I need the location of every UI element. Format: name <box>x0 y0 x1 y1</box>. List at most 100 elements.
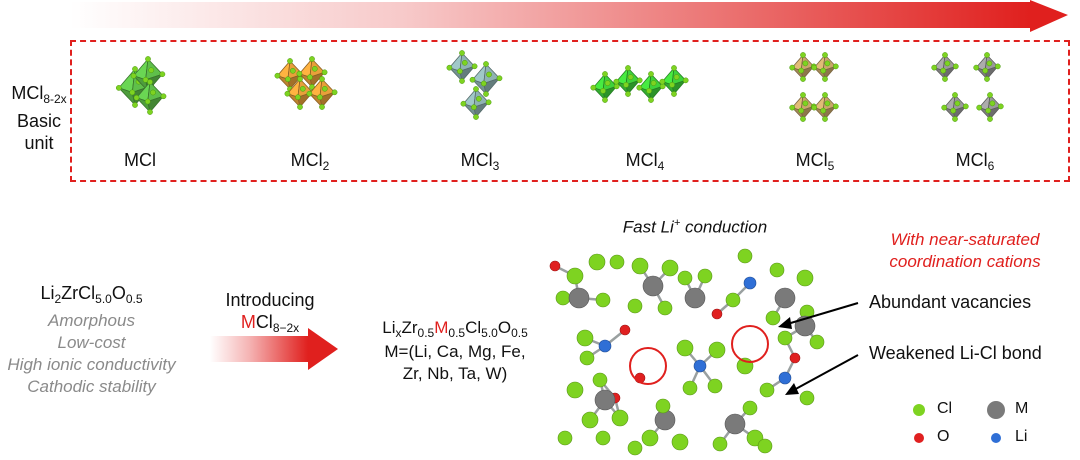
atom-cl <box>796 269 814 287</box>
basic-unit-frame <box>70 40 1070 182</box>
atom-m <box>568 287 590 309</box>
legend-m-icon <box>987 401 1005 419</box>
atom-cl <box>765 310 781 326</box>
polyhedron-3-2 <box>469 61 503 97</box>
polyhedron-6-1 <box>931 52 959 82</box>
parent-properties: Amorphous Low-cost High ionic conductivi… <box>0 310 183 398</box>
atom-cl <box>576 329 594 347</box>
atom-cl <box>595 292 611 308</box>
property-stability: Cathodic stability <box>27 377 156 396</box>
annotation-arrows <box>778 302 859 395</box>
legend-cl-icon <box>913 404 925 416</box>
polyhedron-4-1 <box>590 71 620 103</box>
legend-li-icon <box>991 433 1001 443</box>
atom-o <box>789 352 801 364</box>
atom-cl <box>737 248 753 264</box>
atom-cl <box>809 334 825 350</box>
basic-unit-line2: unit <box>24 133 54 153</box>
atom-cl <box>707 378 723 394</box>
structure-title: Fast Li+ conduction <box>622 217 768 237</box>
legend-li-label: Li <box>1015 428 1028 445</box>
atom-cl <box>579 350 595 366</box>
bond-label: Weakened Li-Cl bond <box>869 343 1042 363</box>
atom-cl <box>641 429 659 447</box>
atom-o <box>549 260 561 272</box>
atom-m <box>724 413 746 435</box>
arrow-bond-icon <box>785 383 799 395</box>
atom-li <box>778 371 792 385</box>
polyhedron-5-2 <box>811 52 839 82</box>
atom-cl <box>712 436 728 452</box>
atom-cl <box>759 382 775 398</box>
arrow-head-icon <box>1030 0 1068 32</box>
polyhedron-6-4 <box>976 92 1004 122</box>
atom-o <box>619 324 631 336</box>
property-amorphous: Amorphous <box>48 311 135 330</box>
basic-unit-formula: MCl8-2x <box>11 83 67 106</box>
legend-o-icon <box>914 433 924 443</box>
arrow-vacancy-icon <box>778 317 792 329</box>
unit-label-mcl3: MCl3 <box>460 150 500 173</box>
vacancies-label: Abundant vacancies <box>869 292 1032 312</box>
atom-cl <box>657 300 673 316</box>
atom-cl <box>609 254 625 270</box>
polyhedron-6-2 <box>973 52 1001 82</box>
atom-cl <box>557 430 573 446</box>
saturated-note: With near-saturated coordination cations <box>889 230 1041 271</box>
atom-m <box>774 287 796 309</box>
unit-label-mcl2: MCl2 <box>290 150 330 173</box>
unit-label-mcl4: MCl4 <box>625 150 665 173</box>
atom-cl <box>595 430 611 446</box>
atom-o <box>711 308 723 320</box>
polyhedron-2-4 <box>306 76 338 110</box>
arrow-label-introducing: Introducing <box>225 290 315 310</box>
basic-unit-line1: Basic <box>16 111 61 131</box>
arrow-label-formula: MCl8−2x <box>240 312 300 335</box>
atom-li <box>598 339 612 353</box>
atom-li <box>693 359 707 373</box>
crystal-structure <box>549 248 825 456</box>
atom-cl <box>555 290 571 306</box>
polyhedron-2-2 <box>296 56 328 90</box>
polyhedron-4-2 <box>613 65 643 97</box>
atom-cl <box>611 409 629 427</box>
atom-cl <box>777 330 793 346</box>
arrow-right-icon <box>308 328 338 370</box>
vacancy-circle <box>629 347 667 385</box>
product-dopants-line1: M=(Li, Ca, Mg, Fe, <box>384 342 526 361</box>
atom-cl <box>757 438 773 454</box>
polyhedron-5-4 <box>811 92 839 122</box>
polyhedron-6-3 <box>941 92 969 122</box>
atom-cl <box>697 268 713 284</box>
atom-cl <box>655 398 671 414</box>
atom-cl <box>742 400 758 416</box>
atom-m <box>684 287 706 309</box>
unit-label-mcl: MCl <box>124 150 156 170</box>
atom-cl <box>677 270 693 286</box>
atom-cl <box>627 298 643 314</box>
atom-li <box>743 276 757 290</box>
parent-formula: Li2ZrCl5.0O0.5 <box>40 283 143 306</box>
unit-label-mcl5: MCl5 <box>795 150 835 173</box>
top-gradient-arrow <box>70 0 1068 32</box>
atom-m <box>594 389 616 411</box>
legend-m-label: M <box>1015 400 1029 417</box>
atom-cl <box>661 259 679 277</box>
product-dopants-line2: Zr, Nb, Ta, W) <box>402 364 508 383</box>
product-formula: LixZr0.5M0.5Cl5.0O0.5 <box>382 318 528 340</box>
polyhedron-3-3 <box>460 86 492 120</box>
atom-cl <box>588 253 606 271</box>
unit-label-mcl6: MCl6 <box>955 150 995 173</box>
atom-cl <box>799 390 815 406</box>
atom-m <box>642 275 664 297</box>
atom-cl <box>671 433 689 451</box>
property-conductivity: High ionic conductivity <box>7 355 176 374</box>
atom-cl <box>708 341 726 359</box>
legend-o-label: O <box>937 428 950 445</box>
polyhedron-1-3 <box>133 79 167 115</box>
polyhedron-3-1 <box>446 50 478 84</box>
atom-cl <box>592 372 608 388</box>
atom-cl <box>566 381 584 399</box>
introduce-arrow <box>210 328 338 370</box>
atom-cl <box>682 380 698 396</box>
